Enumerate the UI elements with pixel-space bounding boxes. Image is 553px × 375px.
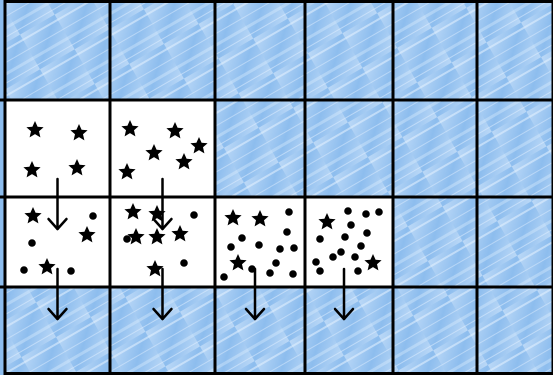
water-cell (393, 197, 477, 287)
dot-icon (123, 235, 131, 243)
dot-icon (362, 210, 370, 218)
dot-icon (312, 258, 320, 266)
water-cell (393, 287, 477, 375)
dot-icon (363, 229, 371, 237)
water-cell (305, 287, 393, 375)
dot-icon (351, 253, 359, 261)
dot-icon (283, 228, 291, 236)
dot-icon (375, 208, 383, 216)
dot-icon (272, 259, 280, 267)
water-cell (215, 287, 305, 375)
dot-icon (316, 267, 324, 275)
dot-icon (357, 242, 365, 250)
dot-icon (285, 208, 293, 216)
water-cell (215, 0, 305, 100)
dot-icon (20, 266, 28, 274)
water-cell (393, 0, 477, 100)
dot-icon (89, 212, 97, 220)
dot-icon (289, 270, 297, 278)
dot-icon (190, 211, 198, 219)
water-cell (110, 0, 215, 100)
water-cell (477, 100, 553, 197)
water-cell (477, 287, 553, 375)
water-cell (5, 0, 110, 100)
dot-icon (354, 267, 362, 275)
dot-icon (28, 239, 36, 247)
water-cell (477, 0, 553, 100)
water-cell (393, 100, 477, 197)
dot-icon (329, 253, 337, 261)
dot-icon (220, 273, 228, 281)
water-cell (477, 197, 553, 287)
dot-icon (276, 245, 284, 253)
dot-icon (180, 259, 188, 267)
dot-icon (347, 221, 355, 229)
dot-icon (227, 243, 235, 251)
dot-icon (341, 233, 349, 241)
dot-icon (290, 244, 298, 252)
dot-icon (266, 269, 274, 277)
dot-icon (337, 248, 345, 256)
water-cell (305, 100, 393, 197)
dot-icon (255, 241, 263, 249)
dot-icon (316, 235, 324, 243)
dot-icon (67, 267, 75, 275)
dot-icon (344, 207, 352, 215)
water-cell (305, 0, 393, 100)
dot-icon (238, 234, 246, 242)
water-cell (215, 100, 305, 197)
